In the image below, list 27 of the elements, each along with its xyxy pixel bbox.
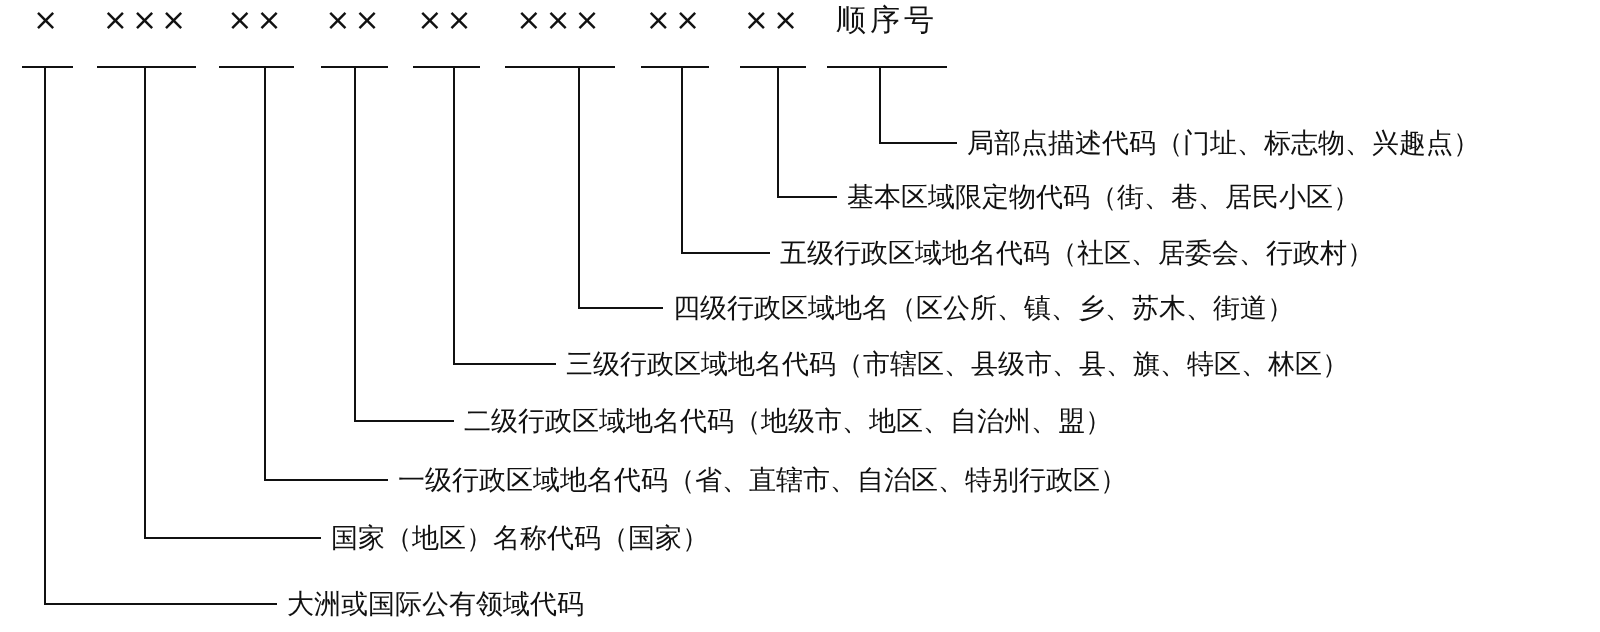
leader-line (44, 67, 278, 605)
code-segment: ×× (219, 0, 294, 68)
code-segment: × (22, 0, 73, 68)
leader-line (264, 67, 389, 481)
code-description: 二级行政区域地名代码（地级市、地区、自治州、盟） (454, 401, 1112, 441)
leader-line (681, 67, 771, 254)
code-description: 基本区域限定物代码（街、巷、居民小区） (837, 177, 1360, 217)
leader-line (144, 67, 322, 539)
leader-line (354, 67, 455, 422)
code-description: 四级行政区域地名（区公所、镇、乡、苏木、街道） (663, 288, 1294, 328)
leader-line (453, 67, 557, 365)
code-segment: ×× (413, 0, 480, 68)
code-segment: ×× (740, 0, 806, 68)
code-description: 局部点描述代码（门址、标志物、兴趣点） (957, 123, 1480, 163)
code-segment: ×× (641, 0, 709, 68)
leader-line (777, 67, 838, 198)
leader-line (578, 67, 664, 309)
leader-line (879, 67, 958, 144)
code-description: 五级行政区域地名代码（社区、居委会、行政村） (770, 233, 1374, 273)
code-segment: ×× (321, 0, 388, 68)
code-segment: 顺序号 (827, 0, 947, 68)
code-description: 大洲或国际公有领域代码 (277, 584, 584, 624)
code-segment: ××× (97, 0, 196, 68)
code-description: 三级行政区域地名代码（市辖区、县级市、县、旗、特区、林区） (556, 344, 1349, 384)
code-description: 一级行政区域地名代码（省、直辖市、自治区、特别行政区） (388, 460, 1127, 500)
code-segment: ××× (505, 0, 615, 68)
code-description: 国家（地区）名称代码（国家） (321, 518, 709, 558)
